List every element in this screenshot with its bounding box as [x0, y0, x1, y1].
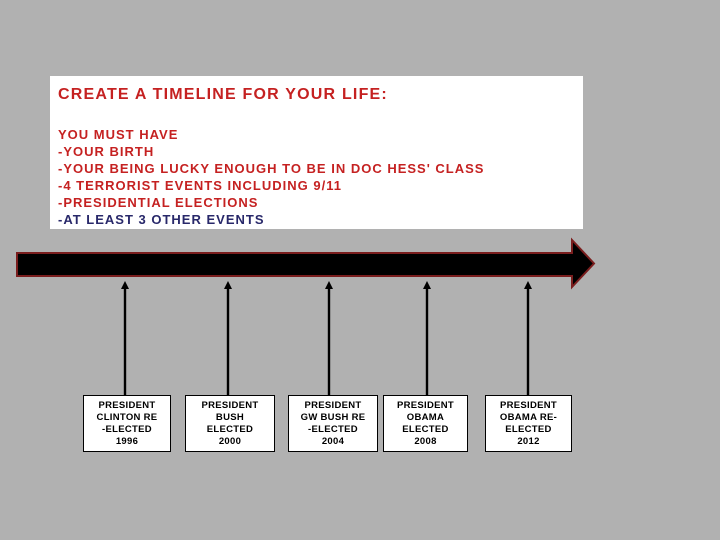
event-label: PRESIDENT OBAMA ELECTED 2008 — [396, 399, 455, 447]
requirements-textbox: CREATE A TIMELINE FOR YOUR LIFE: YOU MUS… — [50, 76, 583, 229]
event-label: PRESIDENT OBAMA RE- ELECTED 2012 — [499, 399, 558, 447]
requirement-item-terrorist-events: -4 TERRORIST EVENTS INCLUDING 9/11 — [58, 178, 342, 193]
event-box-clinton-1996: PRESIDENT CLINTON RE -ELECTED 1996 — [83, 395, 171, 452]
connector-up-arrow-icon — [524, 281, 532, 396]
timeline-right-arrow-icon — [16, 237, 596, 290]
event-label: PRESIDENT BUSH ELECTED 2000 — [201, 399, 259, 447]
requirement-item-class: -YOUR BEING LUCKY ENOUGH TO BE IN DOC HE… — [58, 161, 485, 176]
slide-title: CREATE A TIMELINE FOR YOUR LIFE: — [58, 86, 388, 103]
requirements-intro: YOU MUST HAVE — [58, 127, 179, 142]
event-box-bush-2000: PRESIDENT BUSH ELECTED 2000 — [185, 395, 275, 452]
requirements-list: YOU MUST HAVE -YOUR BIRTH -YOUR BEING LU… — [58, 126, 577, 228]
requirement-item-elections: -PRESIDENTIAL ELECTIONS — [58, 195, 259, 210]
connector-up-arrow-icon — [121, 281, 129, 396]
requirement-item-other-events: -AT LEAST 3 OTHER EVENTS — [58, 212, 265, 227]
connector-up-arrow-icon — [224, 281, 232, 396]
event-box-gw-bush-2004: PRESIDENT GW BUSH RE -ELECTED 2004 — [288, 395, 378, 452]
connector-up-arrow-icon — [325, 281, 333, 396]
event-label: PRESIDENT GW BUSH RE -ELECTED 2004 — [300, 399, 366, 447]
event-box-obama-2012: PRESIDENT OBAMA RE- ELECTED 2012 — [485, 395, 572, 452]
connector-up-arrow-icon — [423, 281, 431, 396]
event-box-obama-2008: PRESIDENT OBAMA ELECTED 2008 — [383, 395, 468, 452]
requirement-item-birth: -YOUR BIRTH — [58, 144, 155, 159]
event-label: PRESIDENT CLINTON RE -ELECTED 1996 — [96, 399, 158, 447]
